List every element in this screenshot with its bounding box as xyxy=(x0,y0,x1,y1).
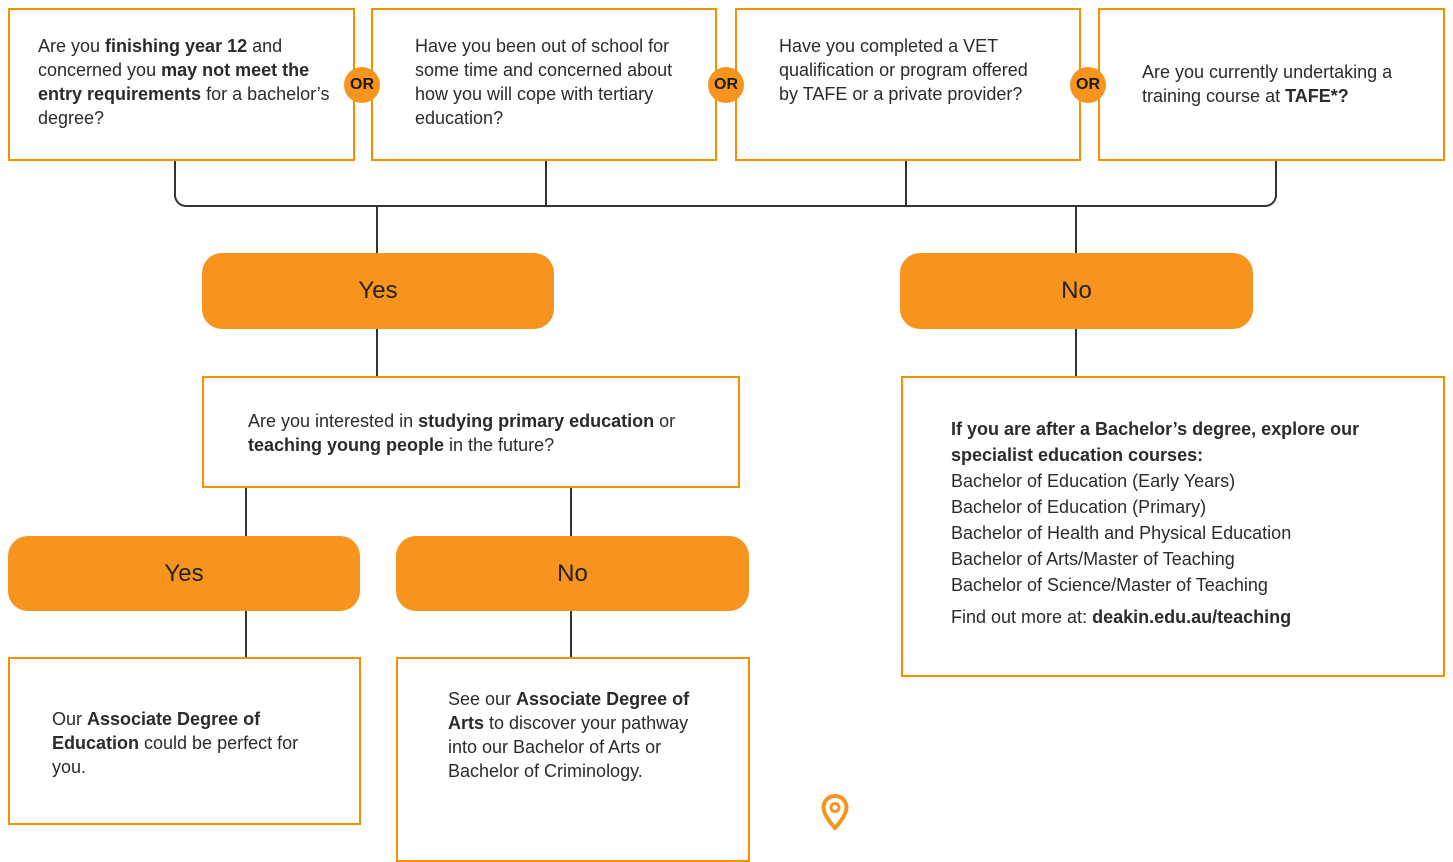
connector-q2 xyxy=(545,161,547,207)
question-box-year12: Are you finishing year 12 and concerned … xyxy=(8,8,355,161)
question-tafe-text: Are you currently undertaking a training… xyxy=(1142,62,1393,106)
find-out-more: Find out more at: deakin.edu.au/teaching xyxy=(951,604,1423,630)
interest-question-box: Are you interested in studying primary e… xyxy=(202,376,740,488)
question-box-tafe: Are you currently undertaking a training… xyxy=(1098,8,1445,161)
no-pill-interest: No xyxy=(396,536,749,611)
course-item: Bachelor of Education (Primary) xyxy=(951,497,1207,517)
course-item: Bachelor of Education (Early Years) xyxy=(951,471,1236,491)
teaching-link[interactable]: deakin.edu.au/teaching xyxy=(1092,607,1292,627)
course-item: Bachelor of Science/Master of Teaching xyxy=(951,575,1268,595)
or-badge-2: OR xyxy=(708,67,744,103)
assoc-arts-text: See our Associate Degree of Arts to disc… xyxy=(448,689,690,781)
question-box-vet: Have you completed a VET qualification o… xyxy=(735,8,1081,161)
interest-question-text: Are you interested in studying primary e… xyxy=(248,411,676,455)
connector-to-no xyxy=(1075,207,1077,254)
question-year12-text: Are you finishing year 12 and concerned … xyxy=(38,36,330,128)
assoc-arts-box: See our Associate Degree of Arts to disc… xyxy=(396,657,750,862)
connector-to-yes xyxy=(376,207,378,254)
connector-interest-yes xyxy=(245,488,247,536)
yes-pill-top: Yes xyxy=(202,253,554,329)
no-pill-top: No xyxy=(900,253,1253,329)
connector-yes2-assoc xyxy=(245,611,247,657)
assoc-education-box: Our Associate Degree of Education could … xyxy=(8,657,361,825)
connector-q1 xyxy=(174,161,176,197)
connector-interest-no xyxy=(570,488,572,536)
bracket-line xyxy=(174,180,1277,207)
or-badge-3: OR xyxy=(1070,67,1106,103)
or-badge-1: OR xyxy=(344,67,380,103)
yes-pill-interest: Yes xyxy=(8,536,360,611)
assoc-education-text: Our Associate Degree of Education could … xyxy=(52,709,299,777)
question-box-out-of-school: Have you been out of school for some tim… xyxy=(371,8,717,161)
bachelor-heading: If you are after a Bachelor’s degree, ex… xyxy=(951,419,1360,465)
connector-no-bachelor xyxy=(1075,329,1077,376)
bachelor-courses-box: If you are after a Bachelor’s degree, ex… xyxy=(901,376,1445,677)
map-pin-icon xyxy=(821,793,849,831)
connector-yes-interest xyxy=(376,329,378,376)
course-item: Bachelor of Health and Physical Educatio… xyxy=(951,523,1292,543)
question-vet-text: Have you completed a VET qualification o… xyxy=(779,36,1028,104)
course-item: Bachelor of Arts/Master of Teaching xyxy=(951,549,1235,569)
connector-no2-arts xyxy=(570,611,572,657)
connector-q3 xyxy=(905,161,907,207)
find-out-more-label: Find out more at: xyxy=(951,607,1093,627)
question-out-of-school-text: Have you been out of school for some tim… xyxy=(415,36,673,128)
connector-q4 xyxy=(1275,161,1277,197)
